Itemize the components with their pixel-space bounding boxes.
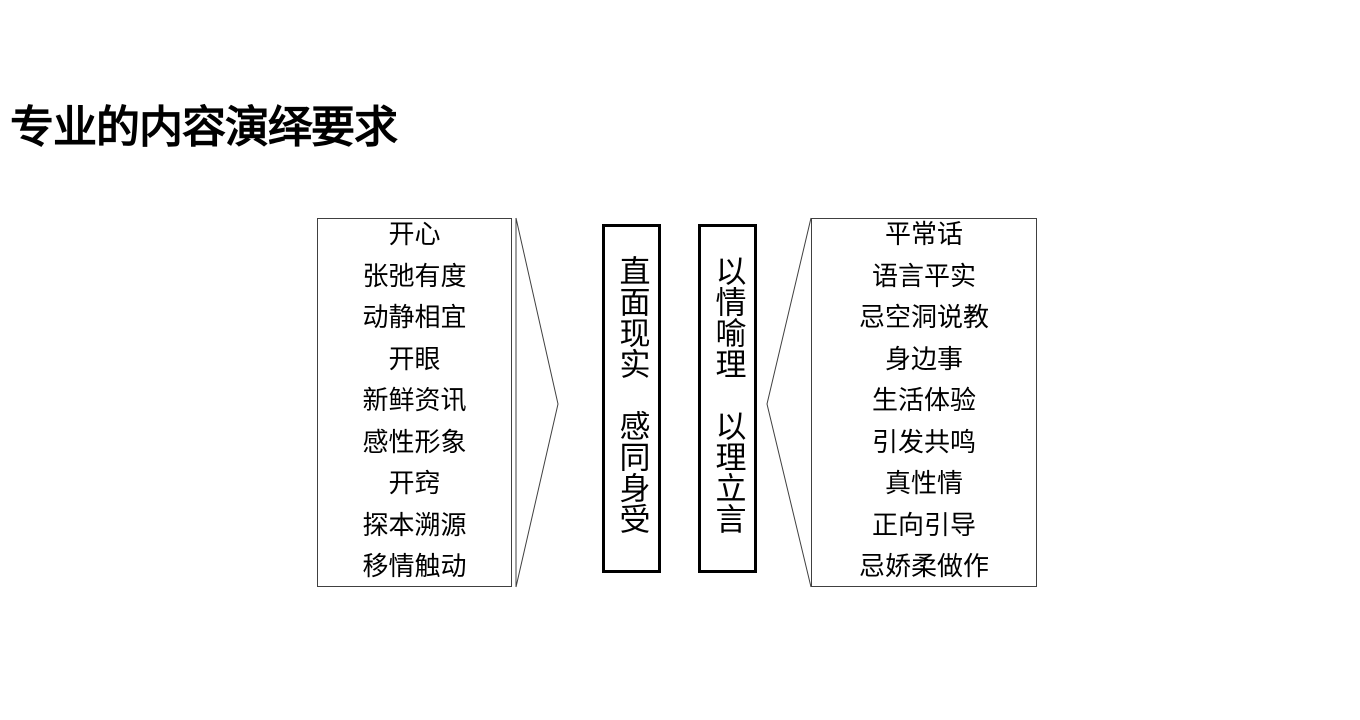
list-item: 开心	[388, 220, 441, 250]
list-item: 开眼	[388, 344, 441, 375]
list-item: 平常话	[884, 220, 963, 250]
center-left-text: 直面现实 感同身受	[613, 255, 650, 534]
list-item: 引发共鸣	[871, 427, 976, 458]
left-pointing-chevron	[766, 217, 812, 588]
list-item: 忌娇柔做作	[858, 552, 989, 582]
list-item: 探本溯源	[362, 510, 467, 541]
list-item: 生活体验	[871, 386, 976, 416]
list-item: 移情触动	[362, 552, 467, 582]
list-item: 张弛有度	[362, 261, 467, 292]
left-list-box: 开心 张弛有度 动静相宜 开眼 新鲜资讯 感性形象 开窍 探本溯源 移情触动	[317, 218, 512, 587]
center-left-box: 直面现实 感同身受	[602, 224, 661, 573]
right-pointing-chevron	[515, 217, 559, 588]
list-item: 正向引导	[871, 510, 976, 541]
list-item: 身边事	[884, 344, 963, 375]
center-right-text: 以情喻理 以理立言	[709, 255, 746, 534]
list-item: 感性形象	[362, 427, 467, 458]
list-item: 动静相宜	[362, 303, 467, 333]
right-list-box: 平常话 语言平实 忌空洞说教 身边事 生活体验 引发共鸣 真性情 正向引导 忌娇…	[811, 218, 1037, 587]
list-item: 开窍	[388, 469, 441, 499]
list-item: 忌空洞说教	[858, 303, 989, 333]
center-right-box: 以情喻理 以理立言	[698, 224, 757, 573]
slide-title: 专业的内容演绎要求	[10, 102, 398, 153]
list-item: 语言平实	[871, 261, 976, 292]
list-item: 真性情	[884, 469, 963, 499]
list-item: 新鲜资讯	[362, 386, 467, 416]
